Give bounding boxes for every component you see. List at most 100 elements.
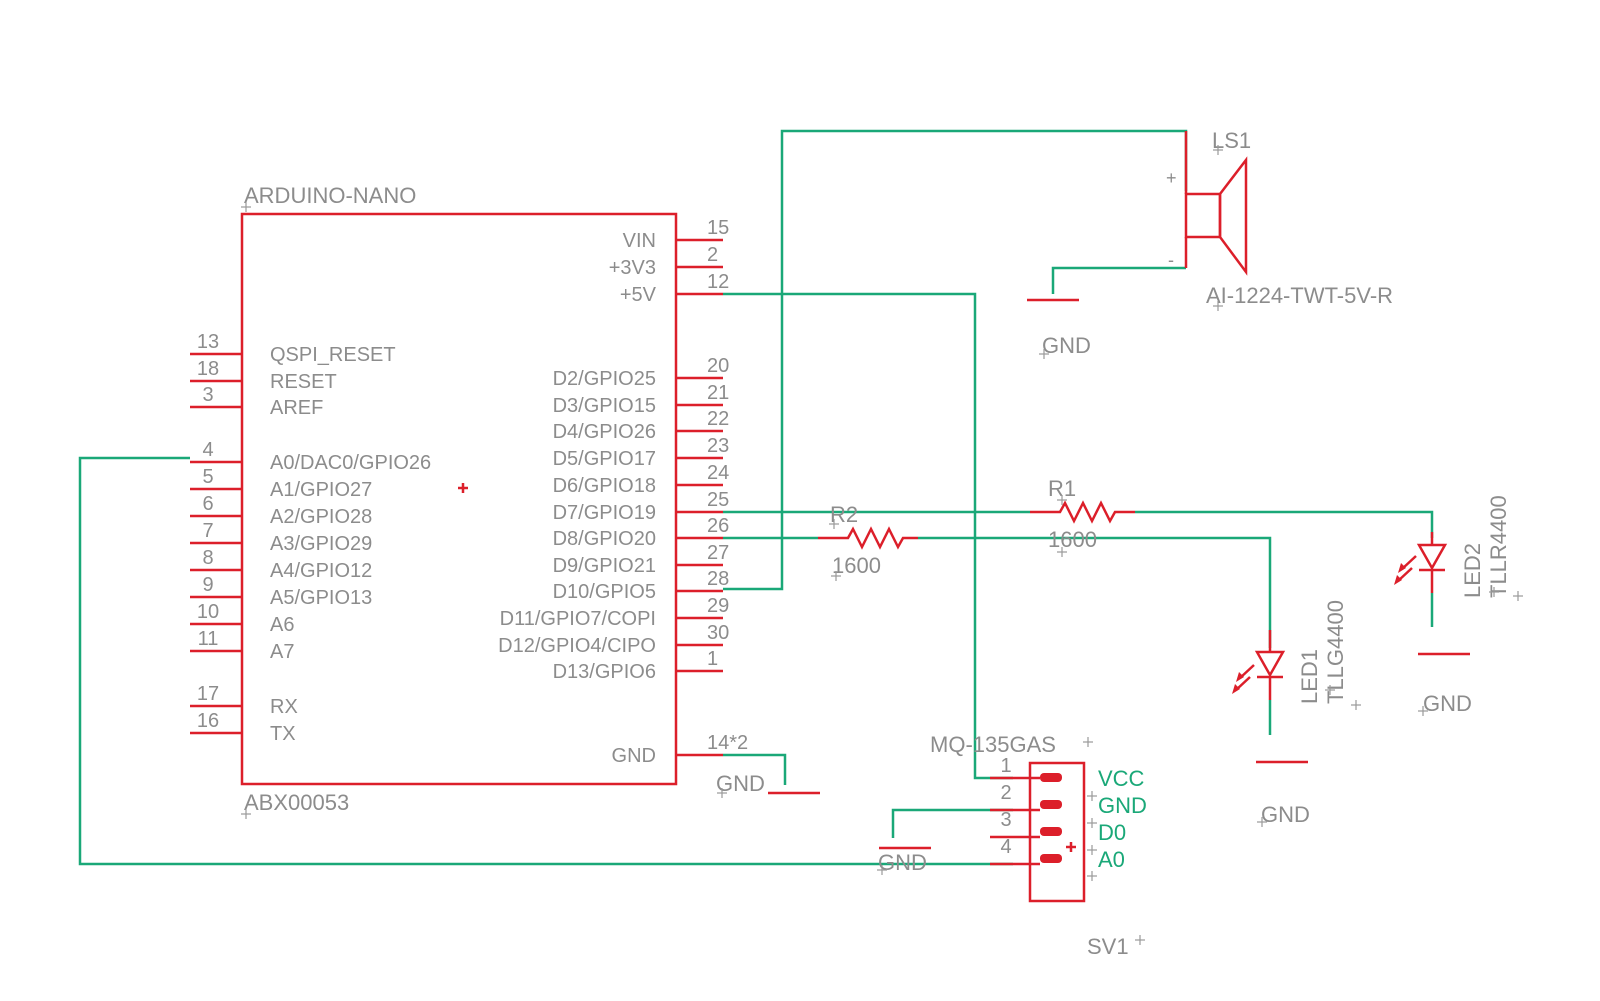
nano-pin-label: A6 [270,614,294,636]
nano-pin-number: 13 [197,331,219,353]
sv1-pin-contact [1040,800,1062,809]
speaker-value: AI-1224-TWT-5V-R [1206,283,1393,308]
nano-pin-label: D4/GPIO26 [553,421,656,443]
nano-pin-label: D12/GPIO4/CIPO [498,635,656,657]
nano-pin-label: D10/GPIO5 [553,581,656,603]
nano-pin-label: A0/DAC0/GPIO26 [270,452,431,474]
sv1-pin-number: 1 [1000,755,1011,777]
nano-pin-label: QSPI_RESET [270,344,396,366]
sv1-pin-number: 3 [1000,809,1011,831]
led2: LED2 TLLR4400 [1394,495,1511,598]
nano-pin-number: 8 [202,547,213,569]
nano-pin-label: D5/GPIO17 [553,448,656,470]
sv1-pin-contact [1040,827,1062,836]
nano-pin-number: 25 [707,489,729,511]
led1-arrowhead-1 [1236,672,1244,682]
nano-pin-label: D9/GPIO21 [553,555,656,577]
wire-a0-analog [78,456,1013,866]
nano-pin-number: 6 [202,493,213,515]
nano-pin-number: 22 [707,408,729,430]
nano-pin-label: TX [270,723,296,745]
speaker-plus-sign: + [1166,168,1177,188]
sv1-name: SV1 [1087,934,1129,959]
sv1-body [1028,761,1086,903]
speaker-ls1: + - LS1 AI-1224-TWT-5V-R [1166,128,1393,308]
arduino-nano: 13QSPI_RESET18RESET3AREF4A0/DAC0/GPIO265… [190,183,748,815]
resistor-r2-name: R2 [830,502,858,527]
nano-pin-label: D11/GPIO7/COPI [500,608,656,630]
speaker-minus-sign: - [1168,250,1174,270]
nano-pin-label: A7 [270,641,294,663]
sv1-value: MQ-135GAS [930,732,1056,757]
nano-pin-number: 21 [707,382,729,404]
led2-arrowhead-2 [1394,575,1402,585]
led1-arrowhead-2 [1232,684,1240,694]
nano-pin-number: 15 [707,217,729,239]
led1-name: LED1 [1297,649,1322,704]
nano-pin-label: RX [270,696,298,718]
nano-pin-number: 12 [707,271,729,293]
ground-label: GND [1261,802,1310,827]
led1: LED1 TLLG4400 [1232,600,1348,704]
sv1-pin-number: 2 [1000,782,1011,804]
nano-pin-number: 23 [707,435,729,457]
wire-r1-led2 [1135,510,1434,538]
nano-pin-label: A3/GPIO29 [270,533,372,555]
led1-triangle [1254,650,1286,678]
resistor-r1: R1 1600 [1030,476,1135,552]
speaker-cone [1218,156,1248,276]
led1-value: TLLG4400 [1323,600,1348,704]
led2-arrowhead-1 [1398,563,1406,573]
nano-pin-number: 20 [707,355,729,377]
origin-crosshairs [241,145,1523,945]
resistor-r2-value: 1600 [832,553,881,578]
arduino-nano-body [240,212,678,786]
nano-pin-number: 16 [197,710,219,732]
wire-d10-speaker [723,129,1188,591]
led2-name: LED2 [1460,543,1485,598]
nano-pin-label: D2/GPIO25 [553,368,656,390]
sv1-pin-contact [1040,854,1062,863]
nano-pin-number: 7 [202,520,213,542]
wire-nano-gnd [723,753,787,785]
nano-pin-label: D13/GPIO6 [553,661,656,683]
resistor-r2-body [818,526,918,550]
nano-right-pins: 15VIN2+3V312+5V20D2/GPIO2521D3/GPIO1522D… [498,217,748,767]
ground-label: GND [1042,333,1091,358]
nano-pin-number: 30 [707,622,729,644]
nano-pin-number: 2 [707,244,718,266]
nano-pin-number: 24 [707,462,729,484]
sv1-pin-contact [1040,773,1062,782]
nano-pin-number: 29 [707,595,729,617]
wire-r2-led1 [918,536,1272,648]
sv1-pin-signal: VCC [1098,766,1145,791]
nano-value: ABX00053 [244,790,349,815]
nano-pin-label: +3V3 [609,257,656,279]
nano-pin-number: 18 [197,358,219,380]
nano-pin-label: A1/GPIO27 [270,479,372,501]
resistor-r2: R2 1600 [818,502,918,578]
ground-label: GND [716,771,765,796]
wire-speaker-gnd [1051,266,1186,294]
ground-label: GND [878,850,927,875]
nano-pin-label: AREF [270,397,323,419]
led2-value: TLLR4400 [1486,495,1511,598]
led2-triangle [1416,543,1448,571]
nano-pin-number: 11 [198,628,219,650]
nano-name: ARDUINO-NANO [244,183,416,208]
nano-pin-label: A4/GPIO12 [270,560,372,582]
nano-pin-number: 9 [202,574,213,596]
nano-pin-label: VIN [623,230,656,252]
nano-pin-label: +5V [620,284,657,306]
nano-pin-number: 1 [707,648,718,670]
nano-pin-label: A5/GPIO13 [270,587,372,609]
nano-pin-label: D7/GPIO19 [553,502,656,524]
nano-pin-number: 28 [707,568,729,590]
nano-pin-number: 4 [202,439,213,461]
nano-pin-label: D8/GPIO20 [553,528,656,550]
nano-pin-number: 14*2 [707,732,748,754]
